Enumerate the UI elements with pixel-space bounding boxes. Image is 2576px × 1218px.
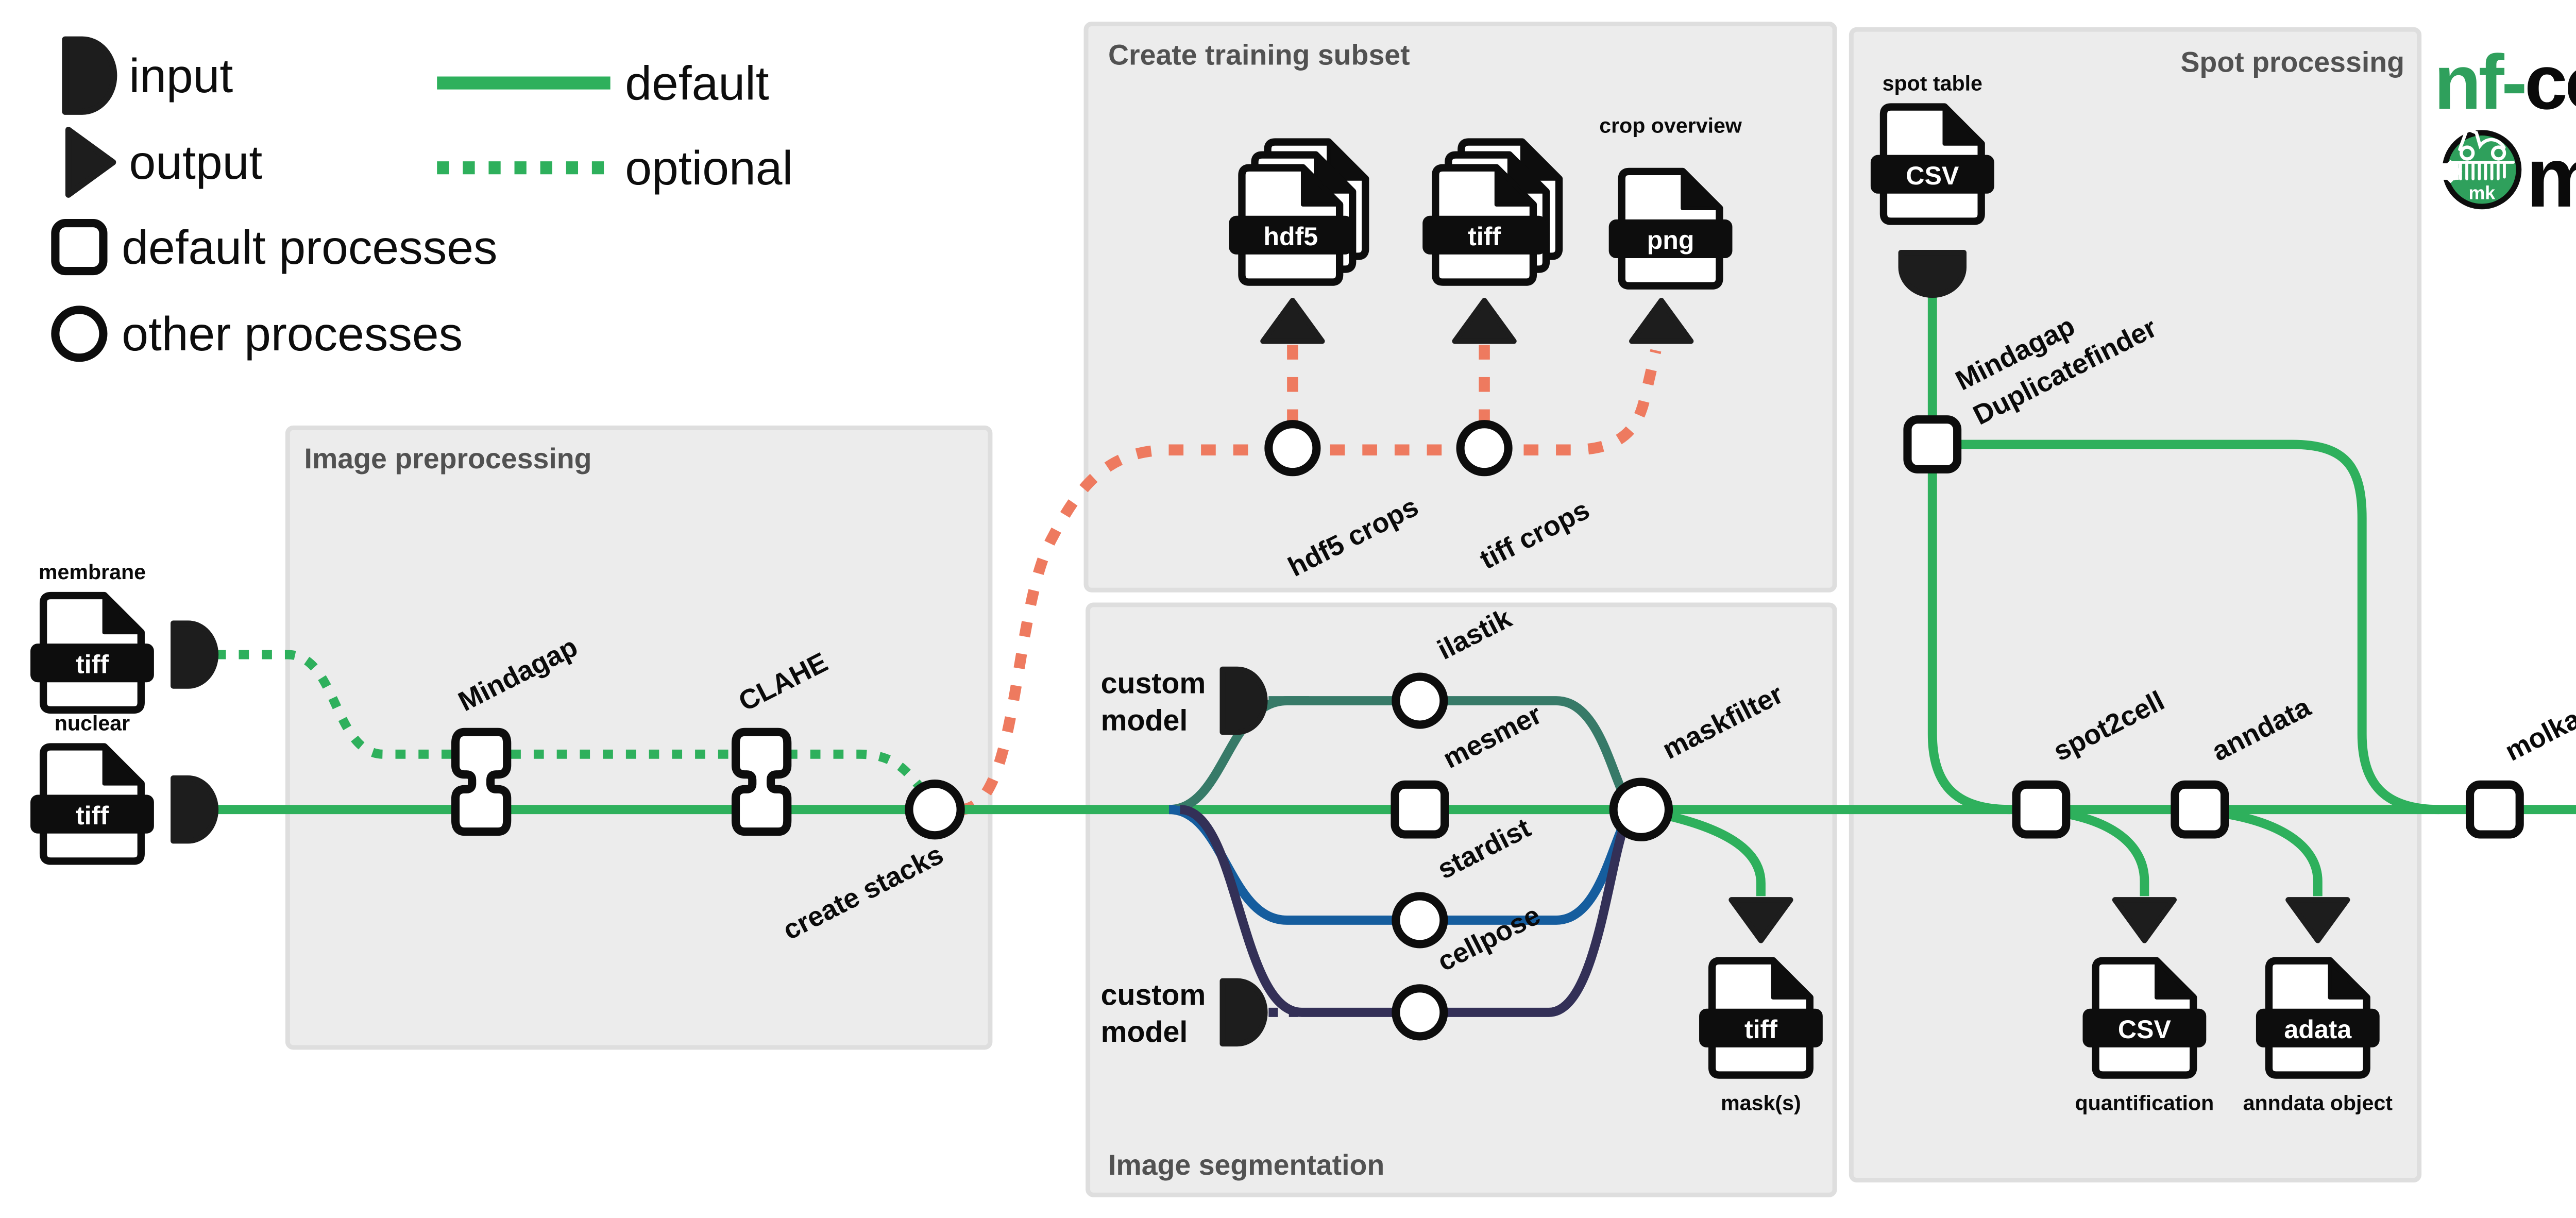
process-stardist-node [1392,892,1448,949]
process-molkartqc-node [2466,780,2524,839]
label-custom-top-1: custom [1101,667,1206,700]
file-hdf5-format: hdf5 [1263,222,1318,251]
edge-duplicatefinder-right [1956,439,2440,815]
input-marker-spot-table [1901,252,1964,295]
file-spot-table-csv: CSV [1870,107,1994,222]
file-png-format: png [1647,226,1694,255]
file-membrane-format: tiff [76,650,109,679]
file-adata: adata [2256,961,2380,1075]
box-spot-processing [1849,27,2422,1183]
legend-input-label: input [129,49,233,103]
file-quantification-format: CSV [2118,1015,2172,1044]
process-anndata-node [2171,780,2229,839]
file-tiff-stack: tiff [1422,142,1559,282]
file-adata-format: adata [2284,1015,2352,1044]
file-membrane-tiff: tiff [30,596,154,710]
legend-default-processes-label: default processes [122,221,497,274]
label-molkartqc: molkartqc [2500,680,2576,767]
file-mask-label: mask(s) [1721,1091,1801,1115]
box-title-segmentation: Image segmentation [1108,1149,1384,1181]
legend-other-process-icon [51,306,108,362]
process-duplicatefinder-node [1903,415,1962,473]
edge-anndata-to-adata [2221,808,2323,896]
edge-maskfilter-to-mask [1664,810,1766,896]
edge-membrane-optional [215,650,926,792]
label-custom-top-2: model [1101,704,1188,737]
legend-optional-label: optional [625,141,793,195]
box-image-preprocessing [285,425,993,1050]
input-marker-custom-bottom [1223,981,1265,1044]
process-create-stacks-node [905,780,965,840]
file-mask-tiff: tiff [1699,961,1823,1075]
legend-default-label: default [625,56,769,110]
box-image-segmentation [1086,602,1837,1197]
box-title-spot: Spot processing [2180,46,2404,78]
file-nuclear-label: nuclear [55,711,130,735]
label-custom-bottom-2: model [1101,1016,1188,1048]
legend-output-icon [69,130,113,195]
process-ilastik-node [1392,672,1448,729]
legend-input-icon [65,40,114,112]
legend-output-label: output [129,136,263,189]
process-cellpose-node [1392,984,1448,1041]
process-hdf5-crops-node [1264,420,1321,477]
label-custom-bottom-1: custom [1101,979,1206,1012]
nf-core-molkart-logo: nf-core/ mk molkart [2434,39,2576,225]
process-maskfilter-node [1609,777,1673,841]
badge-mk-label: mk [2468,183,2495,204]
logo-line2: molkart [2526,130,2576,225]
legend-default-process-icon [51,219,108,276]
file-png-label: crop overview [1599,114,1742,138]
legend-other-processes-label: other processes [122,307,463,361]
process-tiff-crops-node [1456,420,1513,477]
box-create-training-subset [1083,22,1837,593]
legend: input output default processes other pro… [51,40,793,362]
file-quantification-csv: CSV [2082,961,2207,1075]
file-png-overview: png [1608,172,1733,286]
file-membrane-label: membrane [39,560,146,584]
file-mask-format: tiff [1744,1015,1777,1044]
molkart-badge-icon: mk [2438,127,2522,210]
edge-branch-cellpose [1179,805,1637,1017]
file-hdf5-stack: hdf5 [1229,142,1365,282]
edge-spot2cell-to-csv [2062,808,2149,896]
file-spottable-label: spot table [1883,71,1982,95]
file-nuclear-tiff: tiff [30,747,154,861]
input-marker-custom-top [1223,669,1265,732]
edge-duplicatefinder-down [1927,470,2010,815]
file-quantification-label: quantification [2075,1091,2214,1115]
input-marker-nuclear [173,778,215,841]
file-spottable-format: CSV [1906,161,1959,190]
file-adata-label: anndata object [2243,1091,2393,1115]
process-mesmer-node [1391,780,1449,839]
input-marker-membrane [173,623,215,686]
process-spot2cell-node [2012,780,2071,839]
box-title-training: Create training subset [1108,39,1410,71]
file-nuclear-format: tiff [76,801,109,830]
logo-line1: nf-core/ [2434,39,2576,125]
file-tiffcrops-format: tiff [1468,222,1501,251]
box-title-preprocessing: Image preprocessing [304,443,592,475]
